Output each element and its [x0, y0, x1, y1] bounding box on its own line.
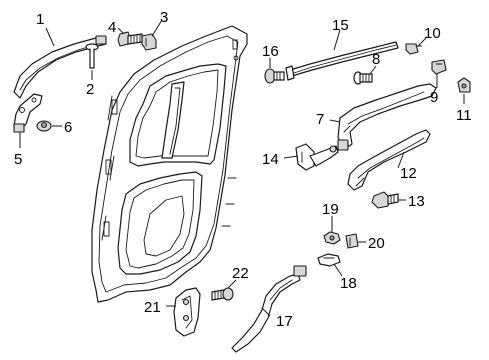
leader-18: [333, 263, 343, 277]
callout-8: 8: [372, 51, 380, 68]
part-17-lower-rail: [231, 265, 307, 353]
callout-19: 19: [322, 201, 339, 218]
callout-labels: 1 2 3 4 5 6 7 8 9 10 11 12 13 14 15 16 1…: [14, 9, 472, 330]
part-22-bolt: [211, 287, 234, 301]
part-3-clip-nut: [141, 33, 157, 51]
part-20-clip: [345, 233, 359, 249]
callout-7: 7: [316, 111, 324, 128]
callout-16: 16: [262, 43, 279, 60]
callout-4: 4: [108, 19, 116, 36]
part-4-bolt: [117, 31, 143, 47]
leader-8: [369, 65, 377, 75]
callout-11: 11: [456, 107, 472, 124]
part-12-lower-track: [347, 129, 431, 191]
part-5-hinge-bracket: [13, 93, 43, 133]
leader-1: [45, 27, 55, 47]
callout-2: 2: [86, 81, 94, 98]
leader-4: [117, 27, 125, 35]
leader-17: [261, 307, 271, 317]
callout-17: 17: [276, 313, 293, 330]
part-8-bolt: [353, 71, 373, 85]
part-14-hinge-bracket: [295, 143, 339, 171]
leader-3: [151, 19, 163, 37]
part-9-clip: [431, 59, 447, 75]
callout-10: 10: [424, 25, 441, 42]
callout-13: 13: [408, 193, 425, 210]
leader-15: [333, 29, 341, 51]
callout-22: 22: [232, 265, 249, 282]
part-1-upper-rail: [13, 35, 107, 99]
callout-1: 1: [36, 11, 44, 28]
callout-18: 18: [340, 275, 357, 292]
callout-20: 20: [368, 235, 385, 252]
callout-15: 15: [332, 17, 349, 34]
part-18-slide-bracket: [317, 253, 341, 267]
part-2-pin: [85, 43, 99, 69]
callout-9: 9: [430, 89, 438, 106]
part-11-cap-nut: [457, 77, 471, 93]
leader-22: [227, 279, 237, 289]
leader-14: [283, 155, 299, 159]
part-7-center-track: [337, 83, 437, 151]
part-10-small-bolt: [405, 43, 423, 55]
part-15-upper-track: [285, 41, 399, 81]
leader-lines: [19, 19, 465, 317]
leader-7: [329, 119, 341, 123]
part-21-lower-hinge: [173, 287, 201, 337]
door-panel: [91, 25, 248, 303]
callout-3: 3: [160, 9, 168, 26]
callout-6: 6: [64, 119, 72, 136]
leader-10: [417, 37, 427, 47]
callout-12: 12: [400, 165, 417, 182]
part-19-nut: [323, 231, 341, 245]
part-16-roller-bolt: [264, 68, 285, 84]
callout-5: 5: [14, 151, 22, 168]
leader-12: [397, 151, 405, 169]
callout-14: 14: [262, 151, 279, 168]
part-13-bolt: [371, 191, 399, 209]
callout-21: 21: [144, 299, 161, 316]
part-6-flange-nut: [36, 120, 52, 132]
